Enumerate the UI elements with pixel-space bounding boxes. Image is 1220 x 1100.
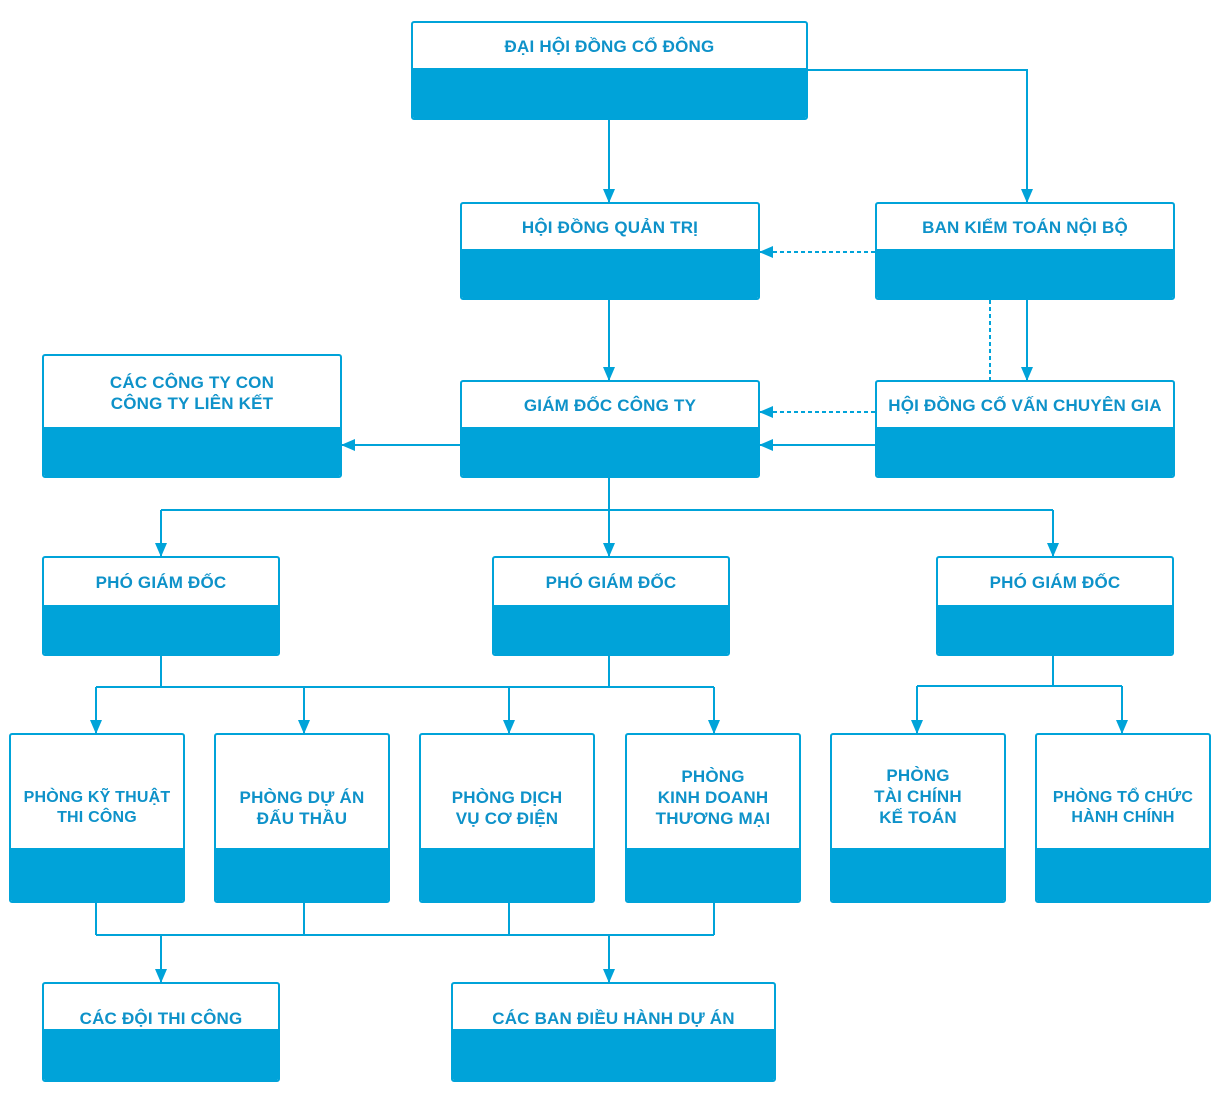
node-band — [877, 249, 1173, 298]
node-label: PHÒNG KỸ THUẬT THI CÔNG — [23, 789, 171, 826]
node-label: ĐẠI HỘI ĐỒNG CỔ ĐÔNG — [504, 37, 715, 56]
node-label: CÁC ĐỘI THI CÔNG — [79, 1009, 243, 1028]
node-label: GIÁM ĐỐC CÔNG TY — [523, 396, 697, 415]
node-band — [627, 848, 799, 901]
node-phong-tai-chinh-ke-toan: PHÒNG TÀI CHÍNH KẾ TOÁN — [830, 733, 1006, 903]
node-label: HỘI ĐỒNG CỐ VẤN CHUYÊN GIA — [888, 396, 1162, 415]
node-label: PHÓ GIÁM ĐỐC — [95, 573, 227, 592]
node-dai-hoi-dong-co-dong: ĐẠI HỘI ĐỒNG CỔ ĐÔNG — [411, 21, 808, 120]
node-band — [453, 1029, 774, 1080]
node-cac-ban-dieu-hanh-du-an: CÁC BAN ĐIỀU HÀNH DỰ ÁN — [451, 982, 776, 1082]
node-label: PHÒNG DỰ ÁN ĐẤU THẦU — [239, 788, 365, 828]
node-band — [938, 605, 1172, 654]
node-label: PHÓ GIÁM ĐỐC — [545, 573, 677, 592]
node-band — [1037, 848, 1209, 901]
node-label: PHÒNG DỊCH VỤ CƠ ĐIỆN — [451, 788, 563, 828]
node-pho-giam-doc-3: PHÓ GIÁM ĐỐC — [936, 556, 1174, 656]
node-label: PHÒNG KINH DOANH THƯƠNG MẠI — [655, 766, 771, 828]
node-label: HỘI ĐỒNG QUẢN TRỊ — [521, 218, 699, 237]
node-band — [11, 848, 183, 901]
node-pho-giam-doc-2: PHÓ GIÁM ĐỐC — [492, 556, 730, 656]
node-phong-dich-vu-co-dien: PHÒNG DỊCH VỤ CƠ ĐIỆN — [419, 733, 595, 903]
node-band — [44, 605, 278, 654]
node-band — [421, 848, 593, 901]
node-band — [413, 68, 806, 118]
node-phong-kinh-doanh-thuong-mai: PHÒNG KINH DOANH THƯƠNG MẠI — [625, 733, 801, 903]
node-label: CÁC BAN ĐIỀU HÀNH DỰ ÁN — [492, 1009, 735, 1028]
node-cac-cong-ty-con: CÁC CÔNG TY CON CÔNG TY LIÊN KẾT — [42, 354, 342, 478]
node-label: CÁC CÔNG TY CON CÔNG TY LIÊN KẾT — [109, 372, 275, 413]
node-label: PHÒNG TÀI CHÍNH KẾ TOÁN — [874, 765, 962, 827]
node-band — [216, 848, 388, 901]
node-band — [44, 427, 340, 476]
node-phong-to-chuc-hanh-chinh: PHÒNG TỔ CHỨC HÀNH CHÍNH — [1035, 733, 1211, 903]
node-phong-du-an-dau-thau: PHÒNG DỰ ÁN ĐẤU THẦU — [214, 733, 390, 903]
node-hoi-dong-quan-tri: HỘI ĐỒNG QUẢN TRỊ — [460, 202, 760, 300]
node-band — [877, 427, 1173, 476]
arrow-dhdcd-to-bktnb — [807, 69, 1033, 203]
node-label: PHÒNG TỔ CHỨC HÀNH CHÍNH — [1052, 789, 1194, 826]
node-hoi-dong-co-van-chuyen-gia: HỘI ĐỒNG CỐ VẤN CHUYÊN GIA — [875, 380, 1175, 478]
node-phong-ky-thuat-thi-cong: PHÒNG KỸ THUẬT THI CÔNG — [9, 733, 185, 903]
node-giam-doc-cong-ty: GIÁM ĐỐC CÔNG TY — [460, 380, 760, 478]
node-band — [832, 848, 1004, 901]
node-band — [44, 1029, 278, 1080]
node-band — [462, 427, 758, 476]
node-label: PHÓ GIÁM ĐỐC — [989, 573, 1121, 592]
node-ban-kiem-toan-noi-bo: BAN KIỂM TOÁN NỘI BỘ — [875, 202, 1175, 300]
node-pho-giam-doc-1: PHÓ GIÁM ĐỐC — [42, 556, 280, 656]
node-cac-doi-thi-cong: CÁC ĐỘI THI CÔNG — [42, 982, 280, 1082]
node-band — [462, 249, 758, 298]
node-label: BAN KIỂM TOÁN NỘI BỘ — [922, 218, 1128, 237]
node-band — [494, 605, 728, 654]
